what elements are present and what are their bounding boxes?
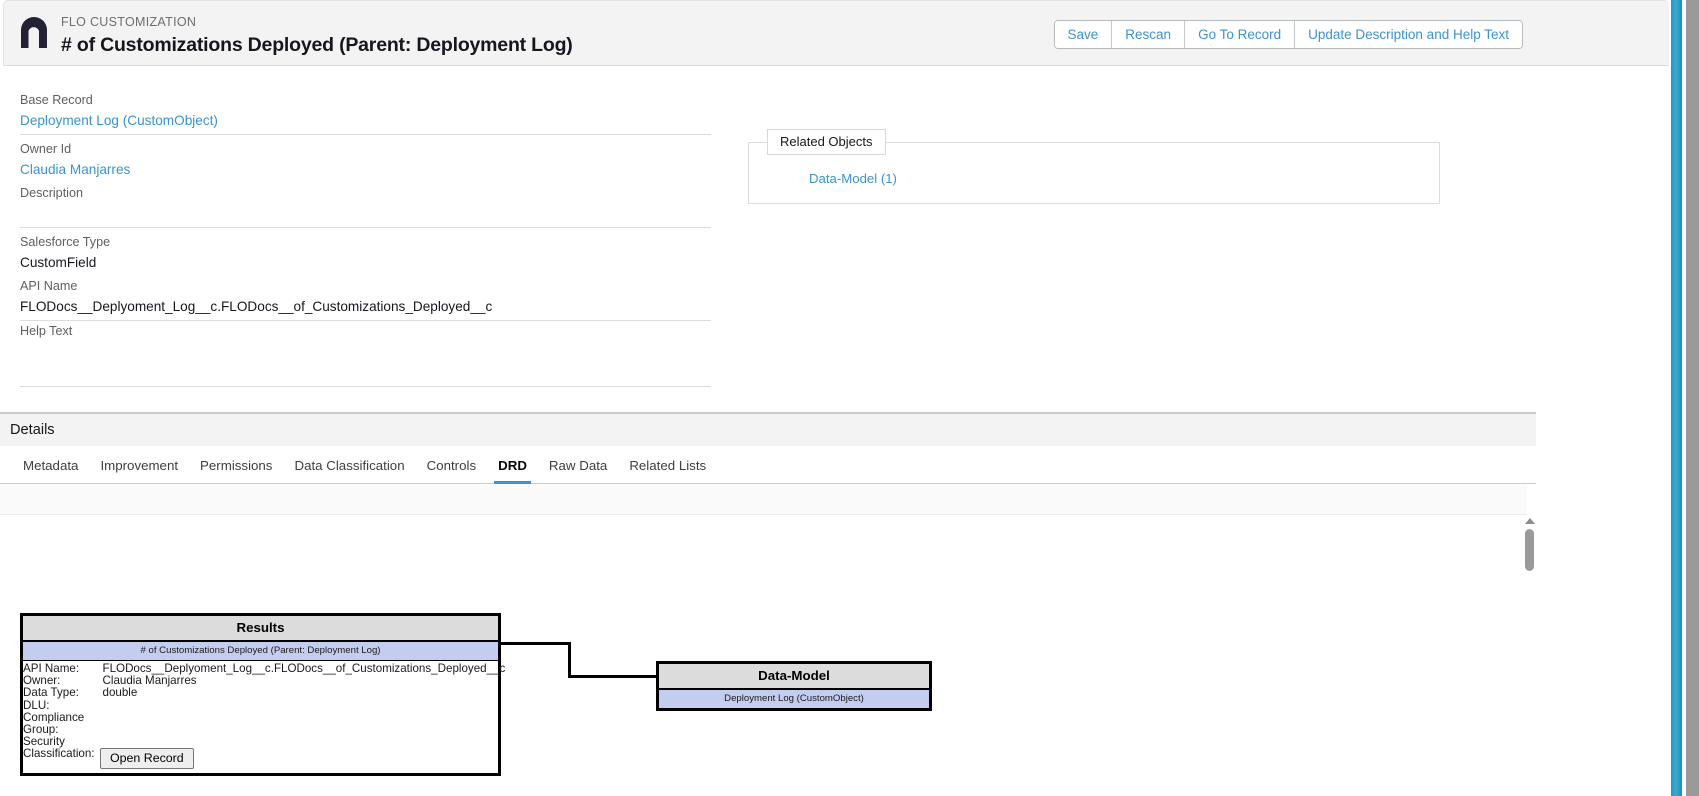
header-title-block: FLO CUSTOMIZATION # of Customizations De… — [61, 15, 573, 58]
drd-canvas: Results # of Customizations Deployed (Pa… — [0, 485, 1536, 796]
rescan-button[interactable]: Rescan — [1111, 21, 1185, 48]
prop-key-dlu: DLU: — [23, 698, 50, 712]
prop-value-compliance-group — [103, 712, 506, 736]
table-row: Owner: Claudia Manjarres — [23, 674, 505, 688]
record-header: FLO CUSTOMIZATION # of Customizations De… — [3, 0, 1669, 66]
prop-value-data-type: double — [102, 686, 138, 700]
field-help-text: Help Text — [20, 321, 711, 387]
prop-value-owner: Claudia Manjarres — [102, 674, 197, 688]
connector-segment-horizontal-2 — [568, 675, 658, 678]
details-section-band: Details — [0, 412, 1536, 446]
field-value-base-record[interactable]: Deployment Log (CustomObject) — [20, 113, 218, 128]
table-row: Security Classification: — [23, 735, 505, 761]
prop-key-owner: Owner: — [23, 674, 61, 688]
related-object-data-model[interactable]: Data-Model (1) — [809, 171, 897, 186]
update-description-button[interactable]: Update Description and Help Text — [1294, 21, 1522, 48]
results-node[interactable]: Results # of Customizations Deployed (Pa… — [20, 613, 505, 776]
canvas-scrollbar[interactable] — [1523, 515, 1536, 796]
field-label-base-record: Base Record — [20, 93, 93, 107]
results-node-body: API Name: FLODocs__Deplyoment_Log__c.FLO… — [23, 661, 505, 773]
page-title: # of Customizations Deployed (Parent: De… — [61, 34, 573, 56]
prop-key-data-type: Data Type: — [23, 686, 79, 700]
field-base-record: Base Record Deployment Log (CustomObject… — [20, 90, 711, 135]
prop-value-dlu — [103, 700, 506, 712]
field-value-description[interactable] — [20, 204, 711, 224]
related-objects-fieldset: Related Objects Data-Model (1) — [748, 129, 1440, 204]
record-type-eyebrow: FLO CUSTOMIZATION — [61, 15, 197, 29]
tab-controls[interactable]: Controls — [426, 458, 477, 473]
connector-segment-horizontal-1 — [501, 642, 571, 645]
details-section-label: Details — [10, 422, 55, 438]
scroll-up-arrow-icon[interactable] — [1525, 518, 1535, 524]
prop-key-compliance-group: Compliance Group: — [23, 710, 85, 737]
tab-raw-data[interactable]: Raw Data — [548, 458, 608, 473]
field-label-description: Description — [20, 186, 83, 200]
prop-key-api-name: API Name: — [23, 662, 80, 675]
go-to-record-button[interactable]: Go To Record — [1184, 21, 1295, 48]
header-action-buttons: Save Rescan Go To Record Update Descript… — [1053, 20, 1523, 49]
detail-fields: Base Record Deployment Log (CustomObject… — [20, 90, 711, 387]
field-value-api-name: FLODocs__Deplyoment_Log__c.FLODocs__of_C… — [20, 299, 493, 314]
field-api-name: API Name FLODocs__Deplyoment_Log__c.FLOD… — [20, 276, 711, 321]
table-row: DLU: — [23, 698, 506, 712]
open-record-button[interactable]: Open Record — [100, 748, 194, 769]
field-salesforce-type: Salesforce Type CustomField — [20, 232, 711, 276]
field-description: Description — [20, 183, 711, 228]
tab-improvement[interactable]: Improvement — [100, 458, 179, 473]
tab-data-classification[interactable]: Data Classification — [294, 458, 405, 473]
results-node-title: Results — [23, 616, 498, 642]
browser-edge-gap — [1682, 0, 1686, 796]
field-value-salesforce-type: CustomField — [20, 255, 97, 270]
prop-value-api-name: FLODocs__Deplyoment_Log__c.FLODocs__of_C… — [102, 662, 506, 675]
record-body: Base Record Deployment Log (CustomObject… — [0, 66, 1669, 796]
field-label-owner-id: Owner Id — [20, 142, 72, 156]
save-button[interactable]: Save — [1054, 21, 1112, 48]
table-row: Data Type: double — [23, 687, 505, 699]
results-node-subtitle: # of Customizations Deployed (Parent: De… — [23, 642, 498, 661]
data-model-node[interactable]: Data-Model Deployment Log (CustomObject) — [656, 661, 932, 711]
tab-metadata[interactable]: Metadata — [23, 458, 79, 473]
field-label-salesforce-type: Salesforce Type — [20, 235, 111, 249]
field-value-help-text[interactable] — [20, 342, 711, 362]
data-model-node-subtitle: Deployment Log (CustomObject) — [659, 690, 929, 708]
scrollbar-thumb[interactable] — [1525, 529, 1534, 571]
related-objects-panel: Related Objects Data-Model (1) — [748, 129, 1440, 204]
drd-diagram: Results # of Customizations Deployed (Pa… — [0, 485, 1527, 796]
related-objects-legend: Related Objects — [767, 129, 886, 155]
browser-scrollbar-track — [1686, 0, 1699, 796]
field-owner-id: Owner Id Claudia Manjarres — [20, 139, 711, 183]
tab-permissions[interactable]: Permissions — [200, 458, 273, 473]
tab-related-lists[interactable]: Related Lists — [629, 458, 707, 473]
canvas-top-stripe — [0, 485, 1527, 515]
field-value-owner-id[interactable]: Claudia Manjarres — [20, 162, 131, 177]
field-label-api-name: API Name — [20, 279, 78, 293]
nebula-n-logo-icon — [18, 17, 52, 51]
connector-segment-vertical-1 — [568, 642, 571, 677]
field-label-help-text: Help Text — [20, 324, 73, 338]
details-tab-bar: Metadata Improvement Permissions Data Cl… — [0, 448, 1536, 484]
browser-edge-accent-bar — [1671, 0, 1682, 796]
tab-drd[interactable]: DRD — [487, 458, 538, 484]
data-model-node-title: Data-Model — [659, 664, 929, 690]
table-row: API Name: FLODocs__Deplyoment_Log__c.FLO… — [23, 662, 506, 675]
table-row: Compliance Group: — [23, 710, 506, 737]
prop-key-security-classification: Security Classification: — [23, 735, 95, 761]
results-node-properties: API Name: FLODocs__Deplyoment_Log__c.FLO… — [23, 662, 506, 761]
